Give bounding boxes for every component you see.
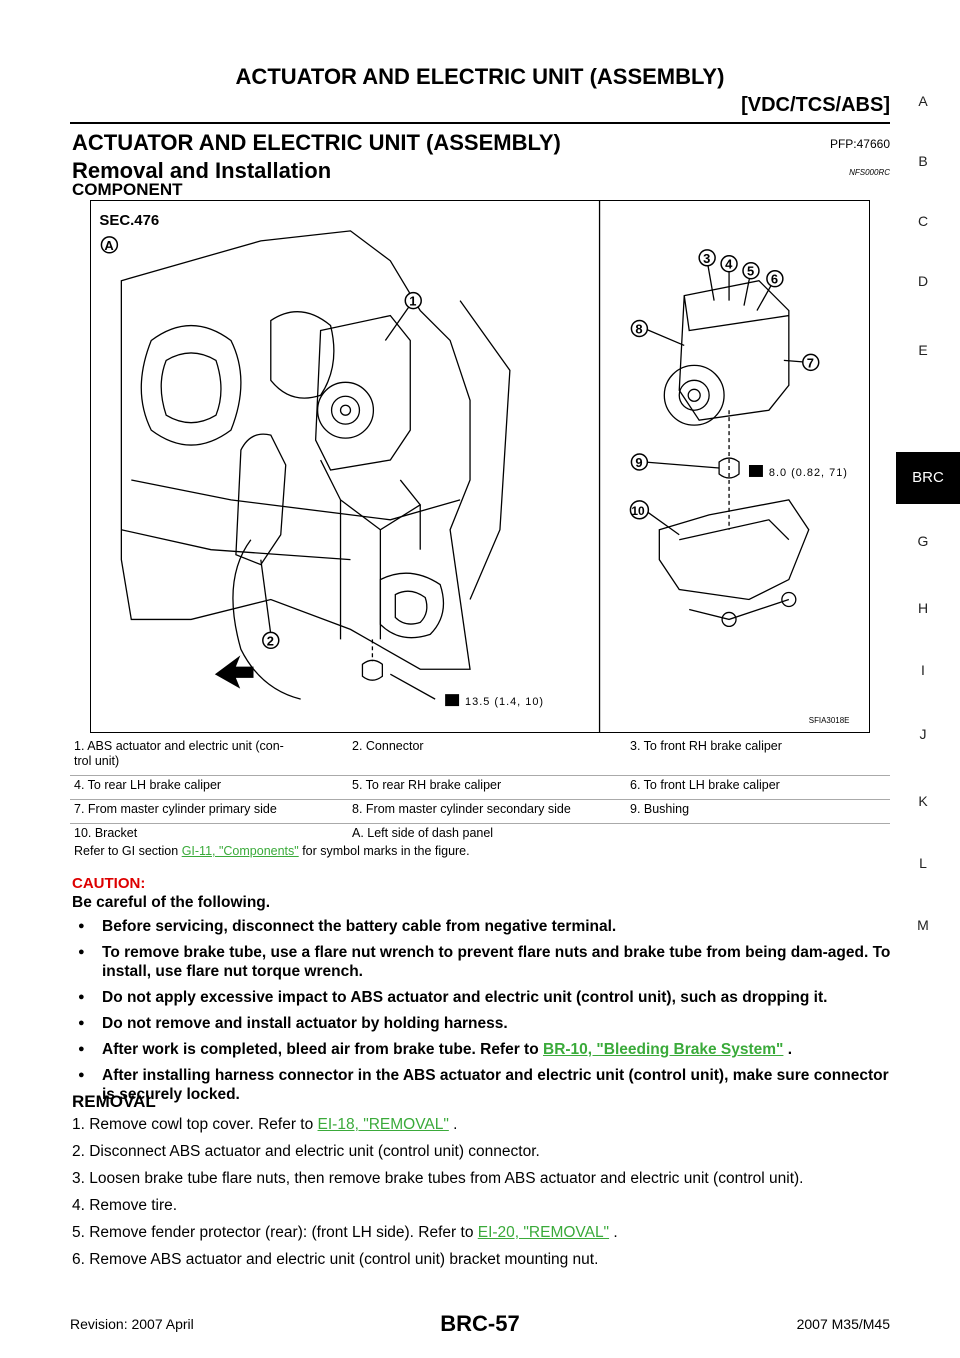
removal-heading: REMOVAL xyxy=(72,1092,156,1111)
caution-intro: Be careful of the following. xyxy=(72,894,271,911)
list-item: 3. Loosen brake tube flare nuts, then re… xyxy=(72,1170,804,1187)
index-k[interactable]: K xyxy=(918,793,928,809)
index-j[interactable]: J xyxy=(919,726,927,742)
list-item: 1. Remove cowl top cover. Refer to EI-18… xyxy=(72,1116,458,1133)
torque-value-2: 13.5 (1.4, 10) xyxy=(465,696,544,708)
callout-6: 6 xyxy=(771,272,778,287)
subsection-title: Removal and Installation xyxy=(72,158,332,183)
list-item: ●To remove brake tube, use a flare nut w… xyxy=(78,944,891,980)
callout-1: 1 xyxy=(409,294,416,309)
bullet-icon: ● xyxy=(78,1043,85,1055)
list-item: 5. Remove fender protector (rear): (fron… xyxy=(72,1224,618,1241)
index-l[interactable]: L xyxy=(919,855,927,871)
index-h[interactable]: H xyxy=(917,600,929,616)
list-item: 6. Remove ABS actuator and electric unit… xyxy=(72,1251,599,1268)
callout-8: 8 xyxy=(635,322,642,337)
index-b[interactable]: B xyxy=(918,153,928,169)
legend-cell: 8. From master cylinder secondary side xyxy=(348,799,626,824)
ei-18-link[interactable]: EI-18, "REMOVAL" xyxy=(317,1116,449,1133)
gi-11-link[interactable]: GI-11, "Components" xyxy=(181,844,299,858)
callout-7: 7 xyxy=(807,355,814,370)
index-brc-tab[interactable]: BRC xyxy=(896,452,960,504)
legend-cell: 4. To rear LH brake caliper xyxy=(70,775,348,800)
bullet-icon: ● xyxy=(78,1069,85,1081)
bullet-icon: ● xyxy=(78,946,85,958)
legend-cell xyxy=(626,823,890,847)
index-a[interactable]: A xyxy=(918,93,928,109)
callout-5: 5 xyxy=(747,264,754,279)
reference-note: Refer to GI section GI-11, "Components" … xyxy=(74,844,470,858)
footer-model: 2007 M35/M45 xyxy=(796,1316,890,1332)
callout-a: A xyxy=(104,238,113,253)
figure-id: SFIA3018E xyxy=(809,716,850,725)
part-number: PFP:47660 xyxy=(829,137,890,151)
callout-4: 4 xyxy=(725,257,733,272)
bullet-icon: ● xyxy=(78,920,85,932)
table-row: 7. From master cylinder primary side 8. … xyxy=(70,799,890,824)
legend-cell: 1. ABS actuator and electric unit (con- … xyxy=(74,739,284,768)
ref-prefix: Refer to GI section xyxy=(74,844,182,858)
list-item: ●After installing harness connector in t… xyxy=(78,1067,889,1103)
section-title: ACTUATOR AND ELECTRIC UNIT (ASSEMBLY) xyxy=(72,130,561,155)
list-item: 4. Remove tire. xyxy=(72,1197,178,1214)
caution-label: CAUTION: xyxy=(72,875,146,892)
torque-icon xyxy=(445,694,460,707)
legend-cell: 2. Connector xyxy=(352,739,424,753)
legend-table: 1. ABS actuator and electric unit (con- … xyxy=(70,737,890,847)
bullet-icon: ● xyxy=(78,1017,85,1029)
ref-suffix: for symbol marks in the figure. xyxy=(298,844,470,858)
component-figure: SEC.476 A 1 2 3 4 5 6 7 8 9 10 8.0 (0.82… xyxy=(90,200,870,733)
list-item: ●Do not apply excessive impact to ABS ac… xyxy=(78,989,828,1006)
table-row: 4. To rear LH brake caliper 5. To rear R… xyxy=(70,775,890,800)
index-m[interactable]: M xyxy=(917,917,929,933)
list-item: ●Before servicing, disconnect the batter… xyxy=(78,918,617,935)
component-illustration: SEC.476 A 1 2 3 4 5 6 7 8 9 10 8.0 (0.82… xyxy=(99,201,850,732)
callout-2: 2 xyxy=(267,633,274,648)
legend-cell: 6. To front LH brake caliper xyxy=(626,775,890,800)
list-item: 2. Disconnect ABS actuator and electric … xyxy=(72,1143,540,1160)
header-rule xyxy=(70,122,890,124)
list-item: ●Do not remove and install actuator by h… xyxy=(78,1015,508,1032)
callout-3: 3 xyxy=(703,251,710,266)
legend-cell: 7. From master cylinder primary side xyxy=(70,799,348,824)
table-row: 1. ABS actuator and electric unit (con- … xyxy=(70,737,890,776)
caution-list: ●Before servicing, disconnect the batter… xyxy=(72,910,892,1104)
torque-value-1: 8.0 (0.82, 71) xyxy=(769,467,848,479)
callout-10: 10 xyxy=(631,504,645,518)
footer-page-number: BRC-57 xyxy=(440,1311,520,1336)
header-subtitle: [VDC/TCS/ABS] xyxy=(741,94,890,116)
index-g[interactable]: G xyxy=(917,533,929,549)
list-item: ●After work is completed, bleed air from… xyxy=(78,1041,793,1058)
callout-9: 9 xyxy=(635,455,642,470)
br-10-link[interactable]: BR-10, "Bleeding Brake System" xyxy=(543,1041,784,1058)
index-d[interactable]: D xyxy=(917,273,929,289)
bullet-icon: ● xyxy=(78,991,85,1003)
legend-cell: 5. To rear RH brake caliper xyxy=(348,775,626,800)
index-e[interactable]: E xyxy=(918,342,928,358)
legend-cell: 9. Bushing xyxy=(626,799,890,824)
index-c[interactable]: C xyxy=(917,213,929,229)
table-row: 10. Bracket A. Left side of dash panel xyxy=(70,823,890,847)
legend-cell: 3. To front RH brake caliper xyxy=(630,739,782,753)
sec-label: SEC.476 xyxy=(99,212,159,229)
index-i[interactable]: I xyxy=(921,662,925,678)
removal-steps: 1. Remove cowl top cover. Refer to EI-18… xyxy=(72,1115,892,1277)
subsection-code: NFS000RC xyxy=(849,168,890,177)
component-heading: COMPONENT xyxy=(72,180,183,199)
footer-revision: Revision: 2007 April xyxy=(70,1316,194,1332)
torque-icon xyxy=(748,465,763,477)
legend-cell: 10. Bracket xyxy=(70,823,348,847)
ei-20-link[interactable]: EI-20, "REMOVAL" xyxy=(477,1224,610,1241)
header-title: ACTUATOR AND ELECTRIC UNIT (ASSEMBLY) xyxy=(235,64,725,89)
legend-cell: A. Left side of dash panel xyxy=(348,823,626,847)
